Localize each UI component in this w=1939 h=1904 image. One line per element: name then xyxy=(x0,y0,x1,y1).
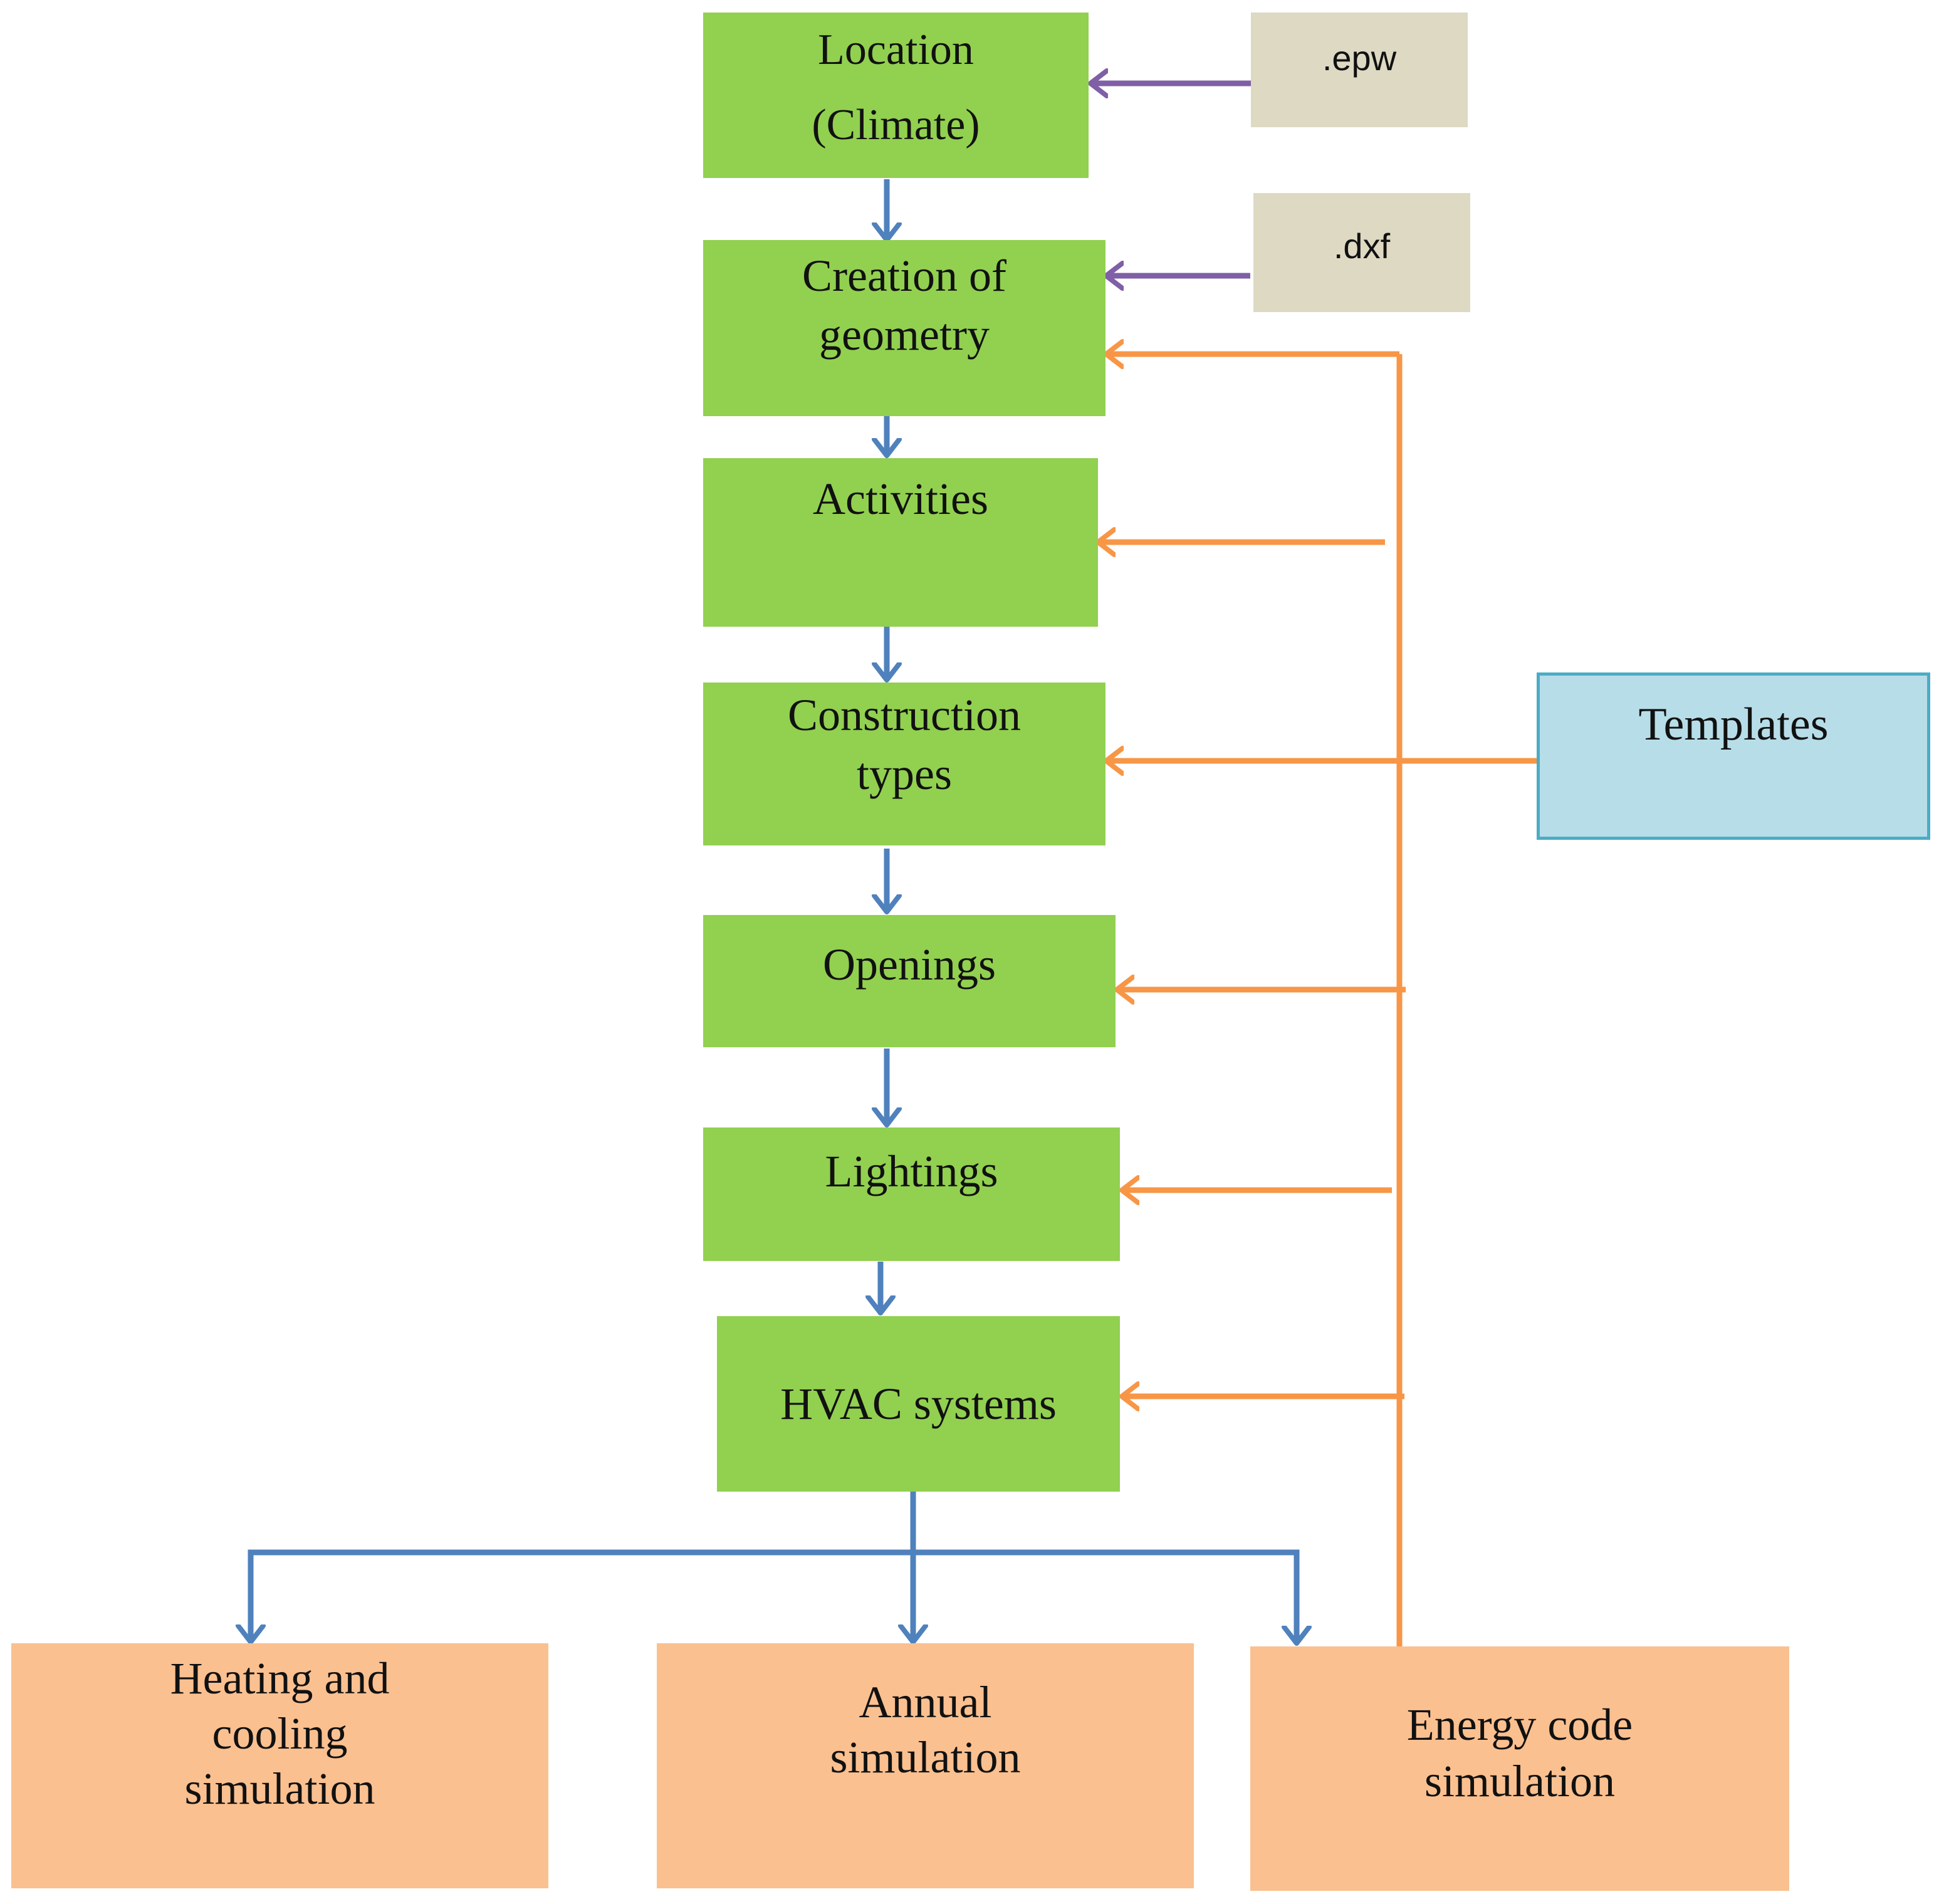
step-lightings-line1: Lightings xyxy=(825,1146,998,1196)
step-activities: Activities xyxy=(703,458,1098,627)
step-openings-line1: Openings xyxy=(823,939,996,990)
output-heating-line2: cooling xyxy=(212,1708,348,1759)
input-dxf-label: .dxf xyxy=(1333,226,1391,266)
output-energy-code-simulation: Energy code simulation xyxy=(1250,1646,1789,1891)
step-hvac-line1: HVAC systems xyxy=(780,1379,1057,1429)
step-location: Location (Climate) xyxy=(703,13,1089,178)
templates-box: Templates xyxy=(1537,672,1930,840)
output-heating-and-cooling-simulation: Heating and cooling simulation xyxy=(11,1643,548,1888)
template-arrows xyxy=(1098,354,1537,1646)
step-lightings: Lightings xyxy=(703,1127,1120,1261)
input-epw-file: .epw xyxy=(1251,13,1468,127)
step-creation-of-geometry: Creation of geometry xyxy=(703,240,1105,416)
file-arrows xyxy=(1090,83,1251,276)
output-energy-line1: Energy code xyxy=(1406,1700,1633,1750)
step-construction-line2: types xyxy=(857,749,952,799)
output-energy-line2: simulation xyxy=(1424,1756,1615,1806)
step-openings: Openings xyxy=(703,915,1116,1047)
step-hvac-systems: HVAC systems xyxy=(717,1316,1120,1492)
output-heating-line1: Heating and xyxy=(170,1653,390,1703)
step-activities-line1: Activities xyxy=(813,474,988,524)
templates-label: Templates xyxy=(1638,699,1829,750)
output-heating-line3: simulation xyxy=(184,1764,375,1814)
step-geometry-line2: geometry xyxy=(819,310,990,360)
output-annual-simulation: Annual simulation xyxy=(657,1643,1194,1888)
step-location-line2: (Climate) xyxy=(812,101,980,149)
output-bus xyxy=(248,1549,1300,1639)
input-epw-label: .epw xyxy=(1322,38,1397,78)
step-construction-types: Construction types xyxy=(703,683,1105,845)
output-annual-line2: simulation xyxy=(830,1732,1021,1782)
step-construction-line1: Construction xyxy=(788,690,1021,740)
output-annual-line1: Annual xyxy=(859,1677,992,1727)
input-dxf-file: .dxf xyxy=(1253,193,1470,312)
step-geometry-line1: Creation of xyxy=(802,251,1006,301)
step-location-line1: Location xyxy=(818,26,974,74)
flow-arrows xyxy=(251,179,1297,1643)
